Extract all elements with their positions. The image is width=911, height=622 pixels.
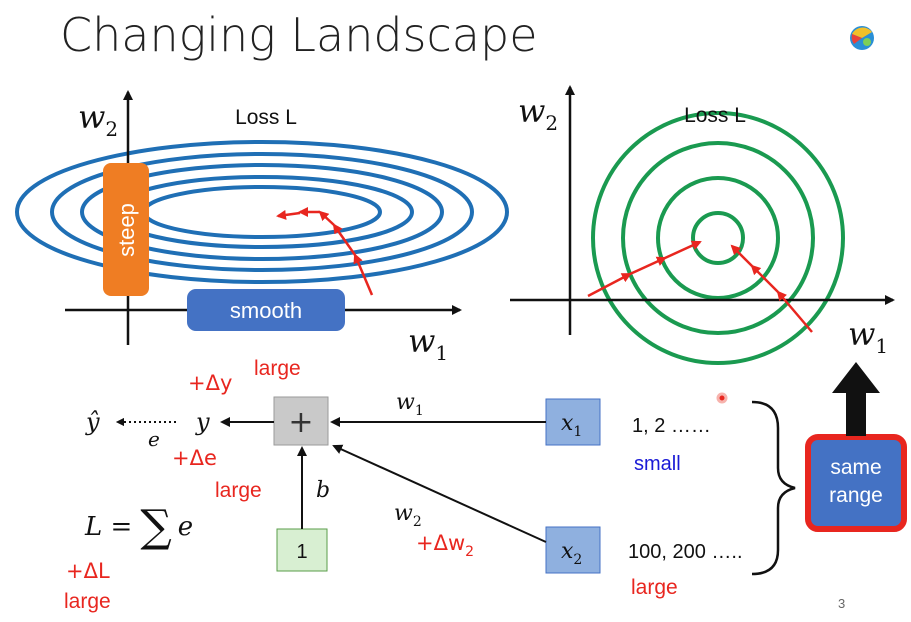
steep-label: steep: [114, 203, 139, 257]
delta-y: +Δy: [188, 371, 232, 395]
delta-w2: +Δw2: [416, 531, 474, 560]
left-contour-1: [15, 140, 509, 284]
loss-equation: L =∑e: [84, 501, 193, 552]
right-y-axis-label: w2: [518, 92, 558, 135]
x2-node: [545, 526, 601, 574]
slide-title: Changing Landscape: [60, 8, 538, 62]
left-contour-5: [142, 185, 382, 239]
steep-box: [103, 163, 149, 296]
b-label: b: [316, 478, 330, 503]
laser-pointer-dot: [716, 392, 728, 404]
y-hat-label: ŷ: [85, 408, 100, 436]
w2-label: w2: [394, 501, 422, 530]
same-range-box: [805, 434, 907, 532]
smooth-label: smooth: [230, 298, 302, 323]
right-x-axis-label: w1: [848, 315, 888, 358]
smooth-box: [187, 289, 345, 331]
left-contour-3: [80, 163, 444, 261]
left-x-axis-label: w1: [408, 322, 448, 365]
up-arrow: [832, 362, 880, 436]
x1-size: small: [634, 453, 681, 475]
right-descent-path-1: [587, 240, 702, 298]
e-label: e: [148, 427, 160, 451]
right-contour-2: [621, 141, 815, 335]
right-contour-4: [691, 211, 745, 265]
left-y-axis-label: w2: [78, 98, 118, 141]
x1-node: [545, 398, 601, 446]
x1-node-label: x1: [561, 411, 582, 440]
right-plot-title: Loss L: [684, 104, 746, 127]
logo-icon: [850, 26, 874, 50]
x2-size: large: [631, 576, 678, 599]
right-contour-3: [656, 176, 780, 300]
left-plot-title: Loss L: [235, 106, 297, 129]
delta-L-size: large: [64, 590, 111, 613]
dotted-left-head: [116, 418, 124, 426]
sum-node-label: +: [288, 405, 313, 440]
left-descent-path: [276, 207, 374, 296]
delta-y-size: large: [254, 357, 301, 380]
delta-e-size: large: [215, 479, 262, 502]
delta-e: +Δe: [172, 446, 217, 470]
w1-label: w1: [396, 390, 424, 419]
brace: [751, 400, 796, 576]
page-number: 3: [838, 596, 846, 611]
bias-node: [276, 528, 328, 572]
right-contours: [591, 111, 845, 365]
bias-node-label: 1: [296, 541, 307, 563]
x1-values: 1, 2 ……: [632, 415, 711, 437]
delta-L: +ΔL: [66, 559, 110, 583]
left-contour-2: [50, 152, 474, 272]
left-contours: [15, 140, 509, 284]
same-range-line2: range: [829, 484, 883, 507]
x2-node-label: x2: [561, 539, 582, 568]
right-contour-1: [591, 111, 845, 365]
right-loss-plot: Loss L w2 w1: [510, 85, 895, 365]
same-range-line1: same: [830, 456, 881, 479]
x2-arrow: [332, 444, 547, 543]
right-descent-path-2: [730, 244, 813, 333]
network-diagram: ŷ e y + +Δy large +Δe large 1 b x1 w1 1,…: [64, 357, 907, 613]
x2-values: 100, 200 …..: [628, 541, 743, 563]
y-label: y: [195, 408, 210, 436]
left-loss-plot: steep smooth Loss L w2 w1: [15, 90, 509, 365]
sum-node: [273, 396, 329, 446]
